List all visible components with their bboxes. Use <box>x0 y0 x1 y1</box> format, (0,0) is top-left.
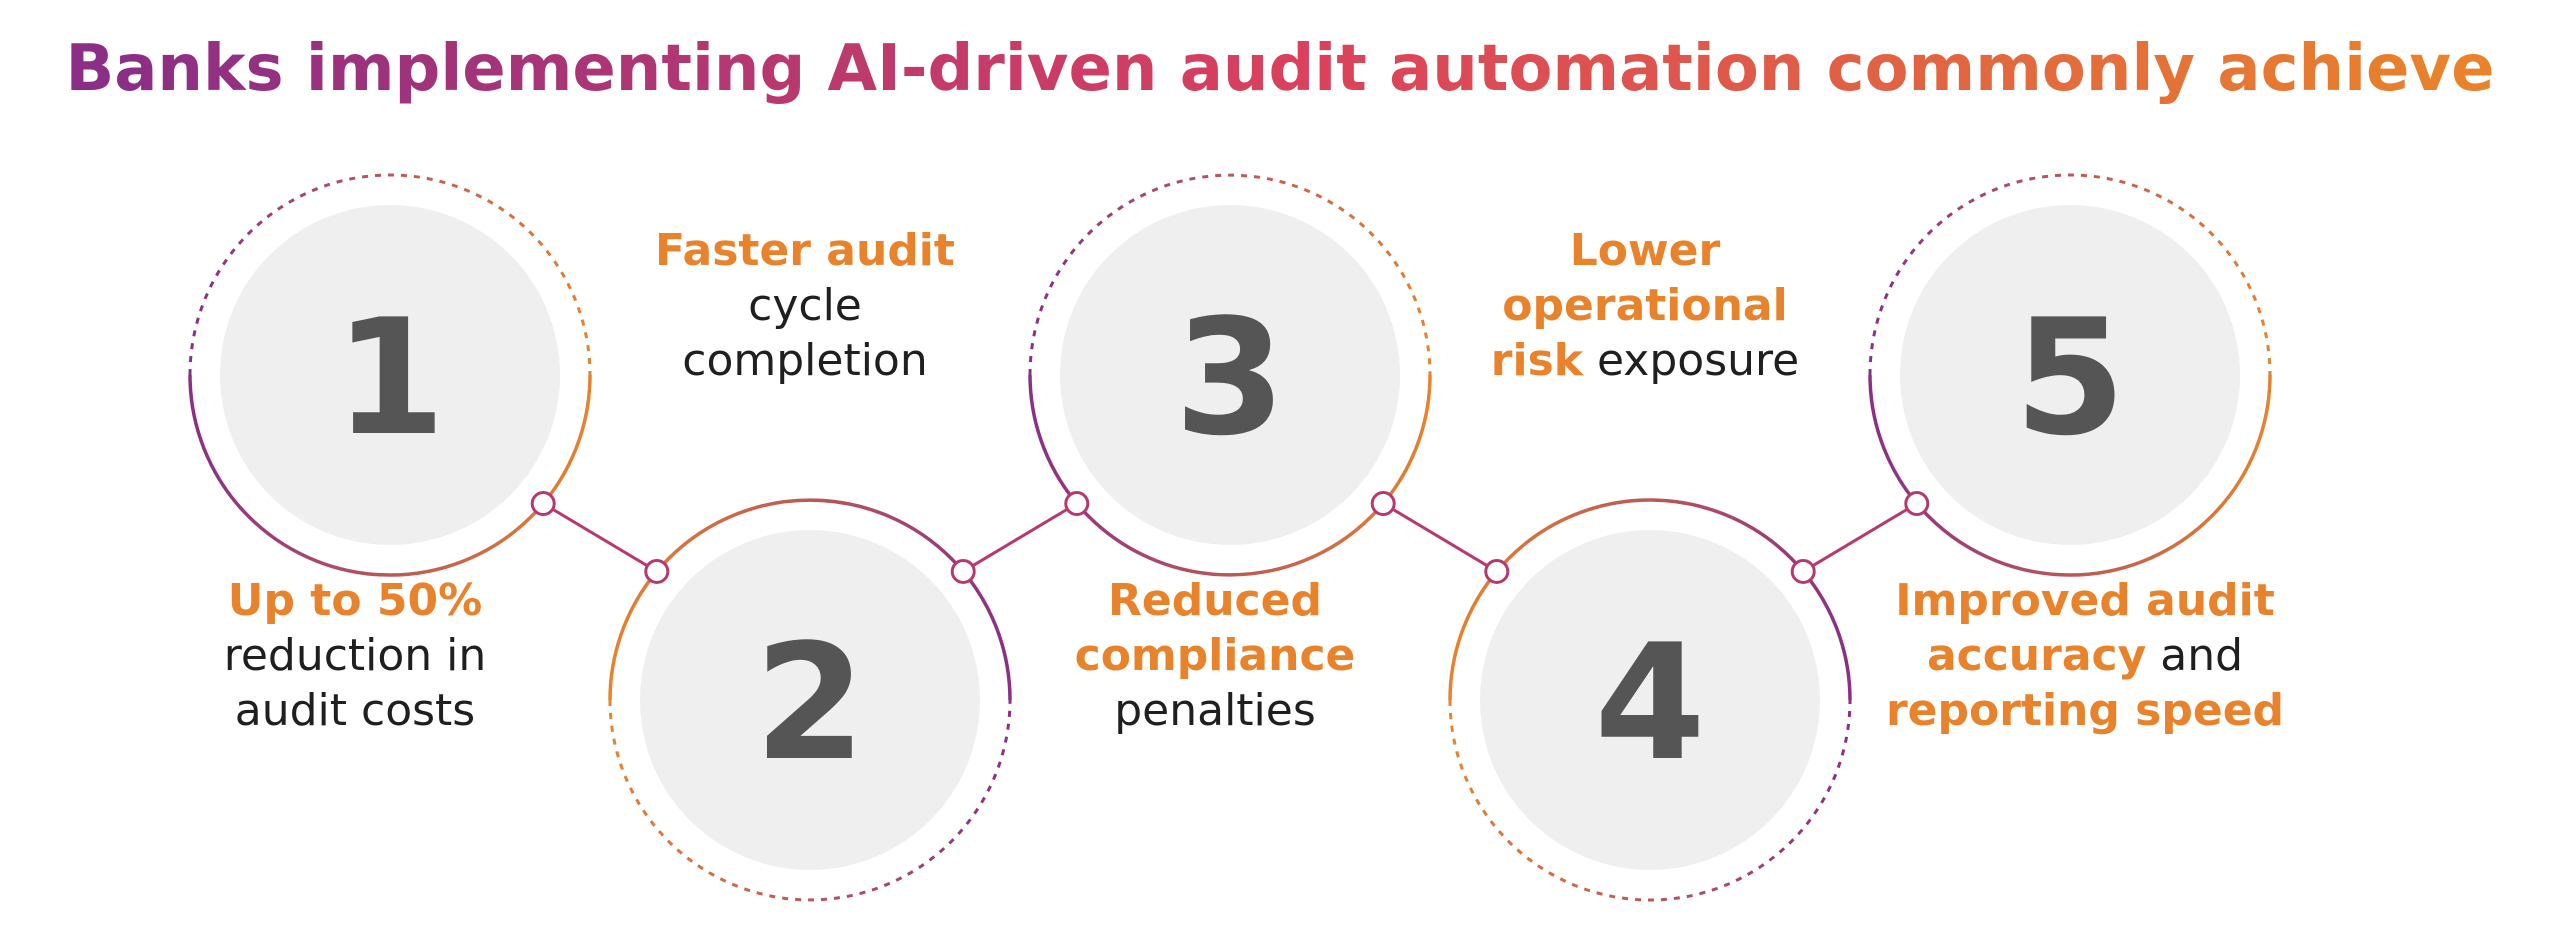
caption-highlight: Up to 50% <box>228 575 482 626</box>
connector-dot <box>950 558 976 584</box>
connector-dot <box>1484 558 1510 584</box>
caption-highlight: Faster audit <box>655 225 955 276</box>
number-disk <box>1060 205 1400 545</box>
connector-line <box>542 502 658 573</box>
ring-dashed-arc <box>1448 699 1852 902</box>
caption-text: penalties <box>1114 685 1316 736</box>
ring-group <box>188 173 2272 902</box>
caption-highlight: operational <box>1502 280 1787 331</box>
ring-solid-arc <box>188 374 592 577</box>
connector-dot-group <box>530 491 1930 584</box>
connector-dot <box>530 491 556 517</box>
connector-line <box>1802 502 1918 573</box>
step-number: 5 <box>2014 284 2125 471</box>
step-number: 1 <box>334 284 445 471</box>
caption-highlight: accuracy <box>1927 630 2146 681</box>
page-title: Banks implementing AI-driven audit autom… <box>65 32 2494 106</box>
ring-solid-arc <box>1868 374 2272 577</box>
connector-line <box>1382 502 1498 573</box>
step-number: 3 <box>1174 284 1285 471</box>
ring-dashed-arc <box>188 173 592 376</box>
connector-dot <box>1064 491 1090 517</box>
caption-highlight: compliance <box>1075 630 1356 681</box>
ring-solid-arc <box>1028 374 1432 577</box>
caption-text: reduction in <box>224 630 487 681</box>
number-disk-group: 1 2 3 4 5 <box>220 205 2240 870</box>
connector-lines <box>542 502 1918 573</box>
step-number: 2 <box>754 609 865 796</box>
ring-dashed-arc <box>1868 173 2272 376</box>
caption-highlight: risk <box>1491 335 1585 386</box>
ring-dashed-arc <box>608 699 1012 902</box>
number-disk <box>640 530 980 870</box>
caption-highlight: Improved audit <box>1895 575 2275 626</box>
number-disk <box>1900 205 2240 545</box>
number-disk <box>1480 530 1820 870</box>
caption-text: completion <box>682 335 927 386</box>
connector-dot <box>1904 491 1930 517</box>
connector-dot <box>1790 558 1816 584</box>
caption-text: exposure <box>1583 335 1799 386</box>
connector-dot <box>644 558 670 584</box>
ring-dashed-arc <box>1028 173 1432 376</box>
caption-text: audit costs <box>235 685 475 736</box>
caption-text: and <box>2146 630 2243 681</box>
connector-line <box>962 502 1078 573</box>
caption-highlight: Lower <box>1570 225 1721 276</box>
ring-solid-arc <box>608 498 1012 701</box>
caption-highlight: Reduced <box>1108 575 1322 626</box>
connector-dot <box>1370 491 1396 517</box>
step-number: 4 <box>1594 609 1705 796</box>
ring-solid-arc <box>1448 498 1852 701</box>
number-disk <box>220 205 560 545</box>
caption-highlight: reporting speed <box>1886 685 2284 736</box>
caption-text: cycle <box>748 280 862 331</box>
